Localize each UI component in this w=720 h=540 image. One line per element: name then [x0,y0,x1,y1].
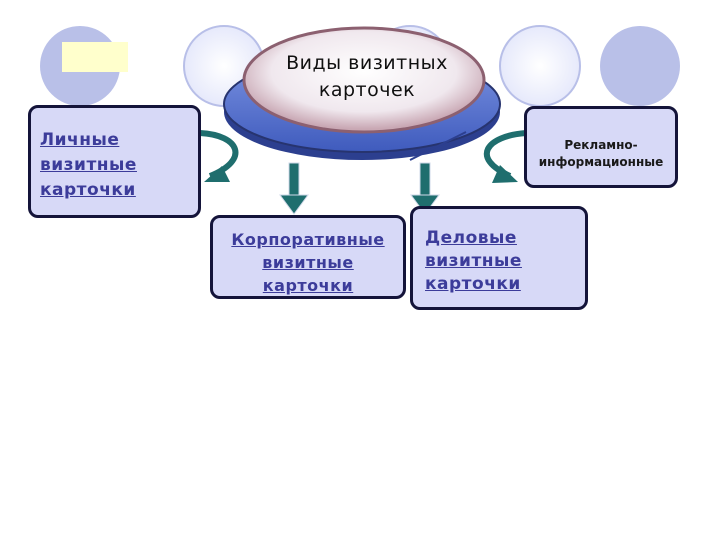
node-business-line-1: Деловые [425,228,517,248]
arrow-head [204,166,230,182]
node-personal-line-3: карточки [40,180,136,200]
curved-arrow-left [199,130,239,182]
down-arrow-business [410,162,440,215]
decor-circle [499,25,581,107]
highlight-label-box [62,42,128,72]
decor-circle [600,26,680,106]
curved-arrow-right [484,130,527,183]
down-arrow-corporate [279,162,309,215]
arrow-head [492,165,518,183]
diagram-title: Виды визитных карточек [286,52,448,101]
disk-highlight-line [409,131,467,161]
node-corporate-cards: Корпоративные визитные карточки [210,215,406,299]
node-corporate-line-2: визитные [262,253,354,272]
title-lens [242,26,486,134]
node-personal-line-1: Личные [40,130,120,150]
title-disk [223,26,501,161]
node-ad-line-2: информационные [538,155,664,169]
node-corporate-line-1: Корпоративные [231,230,385,249]
node-ad-line-1: Рекламно- [564,138,638,152]
node-personal-line-2: визитные [40,155,137,175]
node-personal-cards: Личные визитные карточки [28,105,201,218]
node-business-line-3: карточки [425,274,521,294]
node-corporate-line-3: карточки [262,276,354,295]
node-advertising-cards: Рекламно- информационные [524,106,678,188]
node-business-cards: Деловые визитные карточки [410,206,588,310]
node-business-line-2: визитные [425,251,522,271]
